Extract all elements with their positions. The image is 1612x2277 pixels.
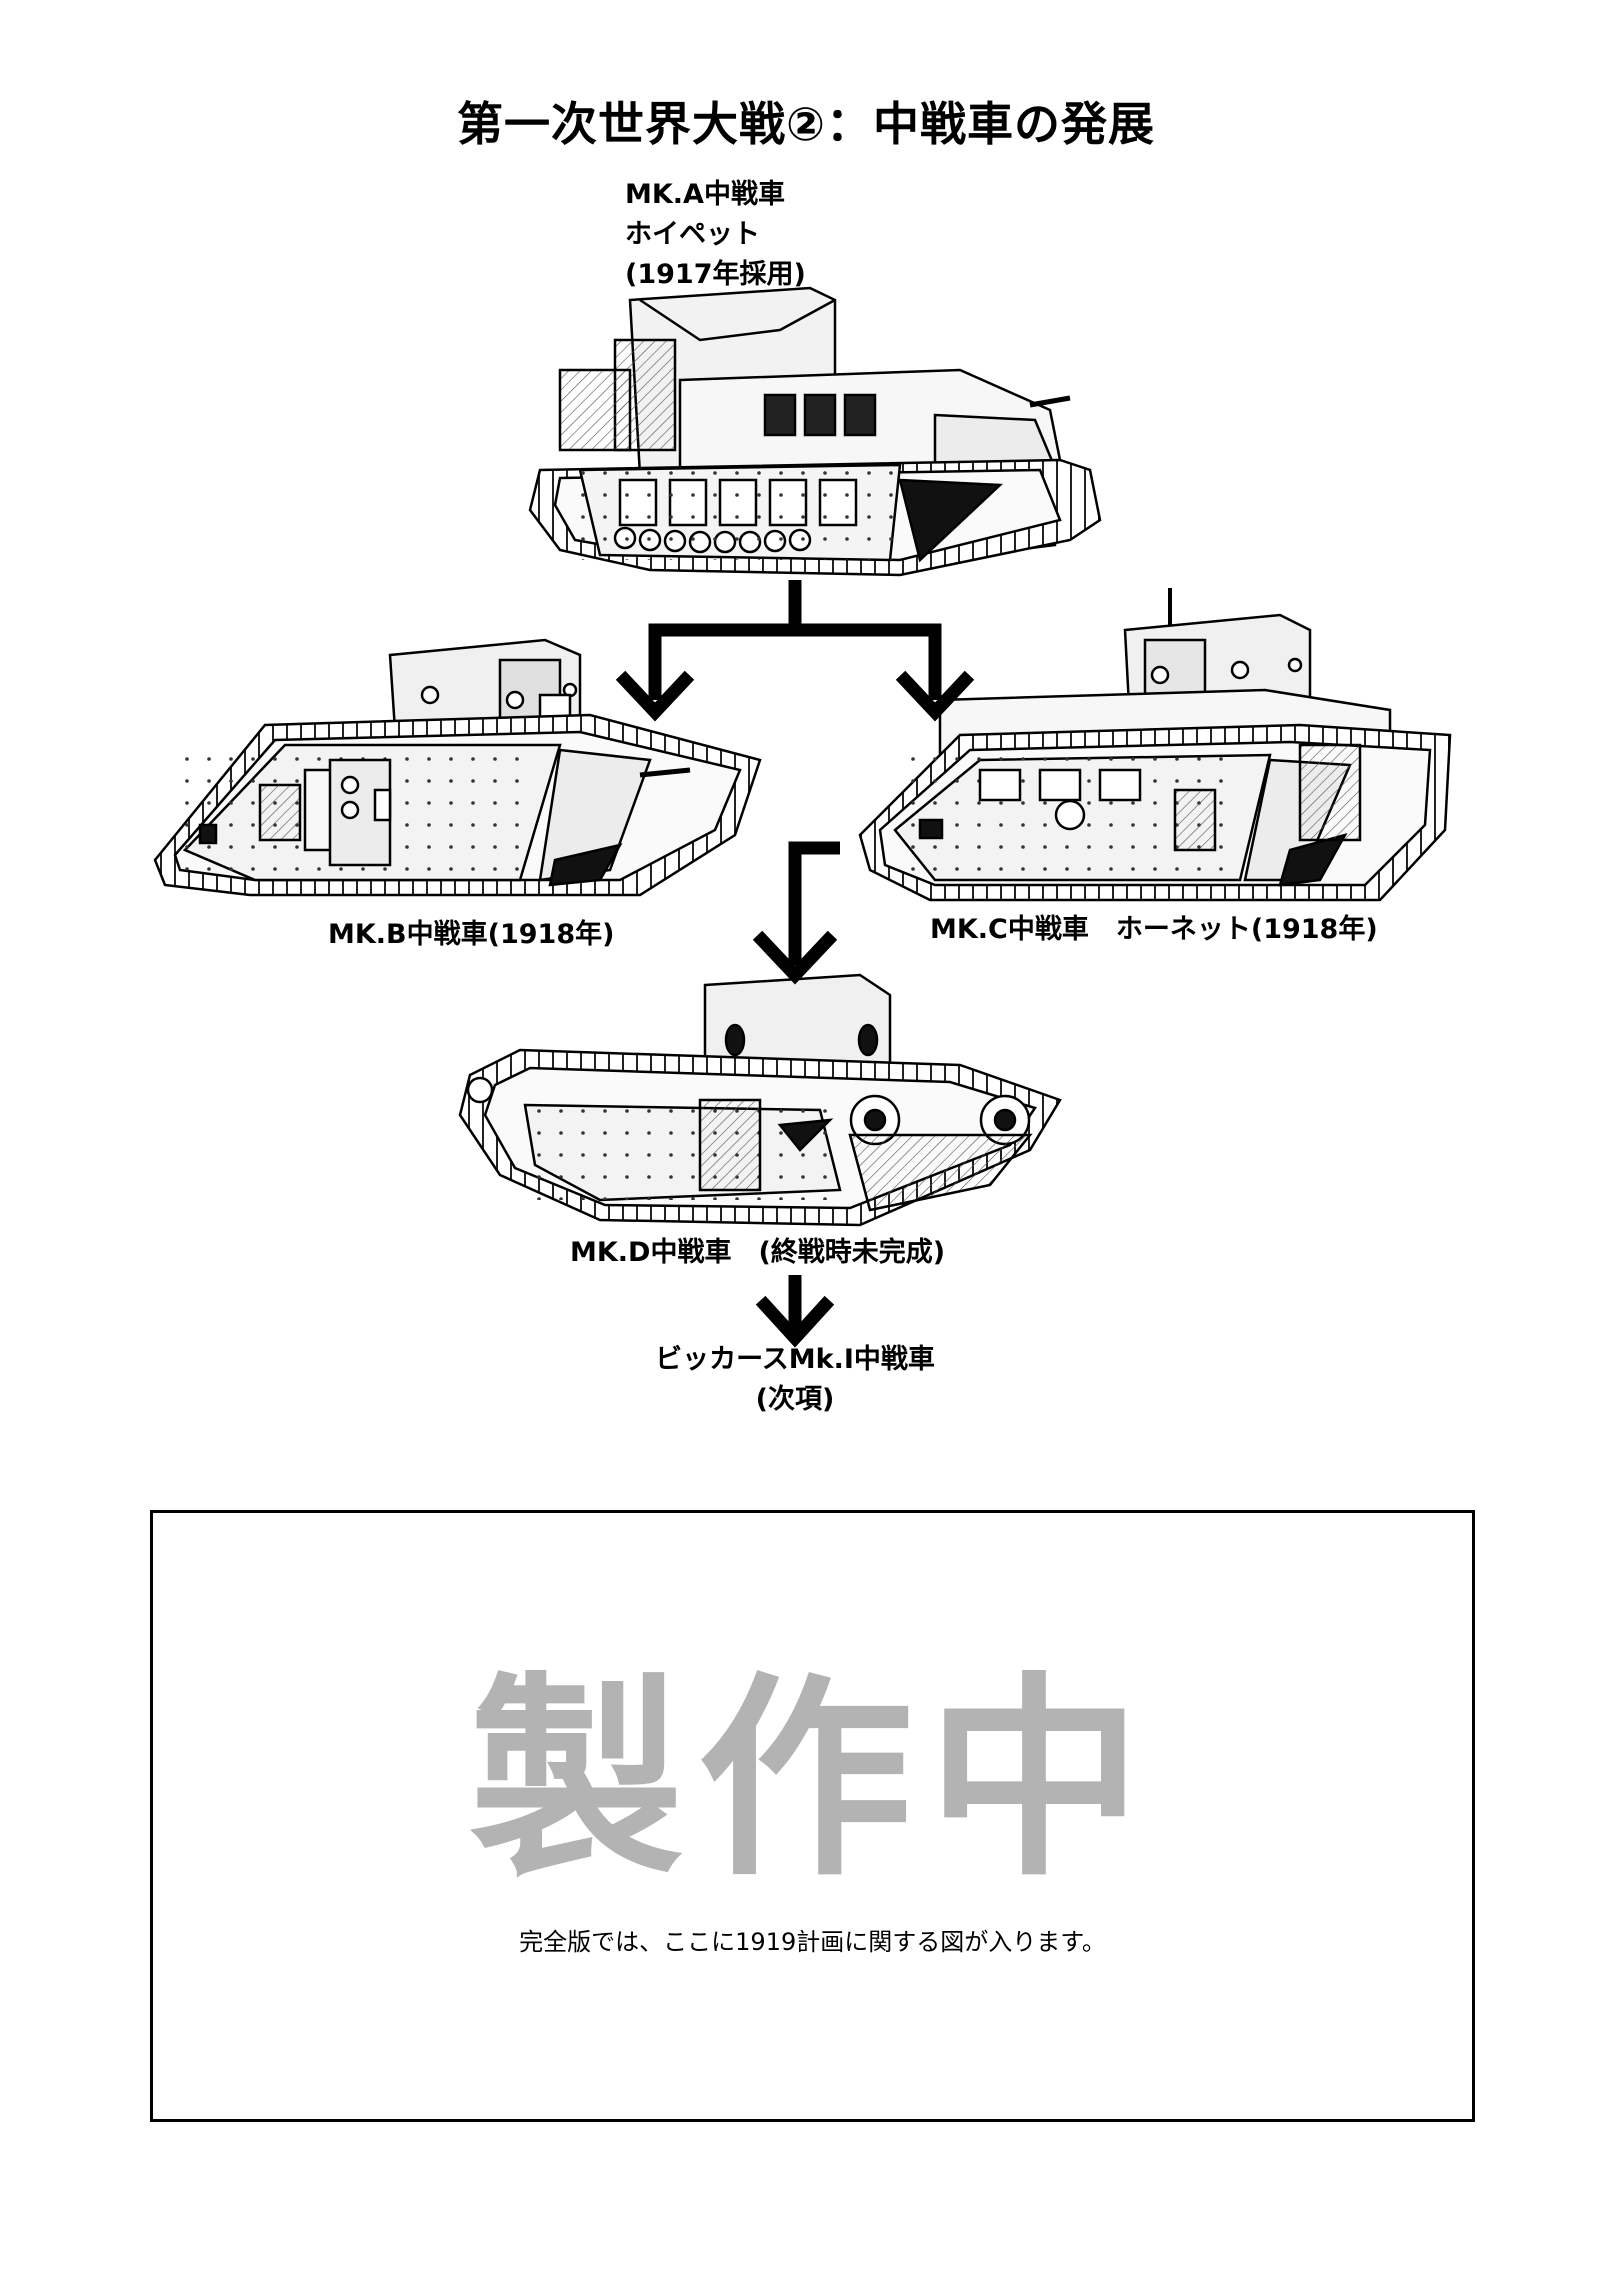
- vickers-note: (次項): [755, 1384, 835, 1415]
- mk-b-tank-illustration: [153, 638, 762, 897]
- mk-a-label: MK.A中戦車 ホイペット (1917年採用): [625, 175, 806, 295]
- arrow-d-to-vickers: [755, 1275, 835, 1348]
- arrow-a-to-b-and-c: [615, 580, 975, 722]
- mk-c-tank-illustration: [858, 588, 1452, 902]
- mk-b-label: MK.B中戦車(1918年): [328, 919, 615, 950]
- mk-a-nickname: ホイペット: [625, 219, 760, 250]
- mk-a-year: (1917年採用): [625, 259, 806, 290]
- page-title: 第一次世界大戦②：中戦車の発展: [457, 97, 1155, 151]
- arrow-c-to-d: [752, 841, 840, 985]
- placeholder-note: 完全版では、ここに1919計画に関する図が入ります。: [519, 1928, 1106, 1956]
- mk-d-tank-illustration: [458, 973, 1062, 1227]
- vickers-name: ビッカースMk.Ⅰ中戦車: [655, 1344, 935, 1375]
- vickers-label: ビッカースMk.Ⅰ中戦車 (次項): [595, 1340, 995, 1420]
- mk-d-label: MK.D中戦車 (終戦時未完成): [570, 1237, 946, 1268]
- mk-a-tank-illustration: [528, 286, 1102, 577]
- work-in-progress-heading: 製作中: [469, 1654, 1156, 1905]
- placeholder-panel: [150, 1510, 1475, 2122]
- mk-c-label: MK.C中戦車 ホーネット(1918年): [930, 914, 1378, 945]
- mk-a-name: MK.A中戦車: [625, 179, 785, 210]
